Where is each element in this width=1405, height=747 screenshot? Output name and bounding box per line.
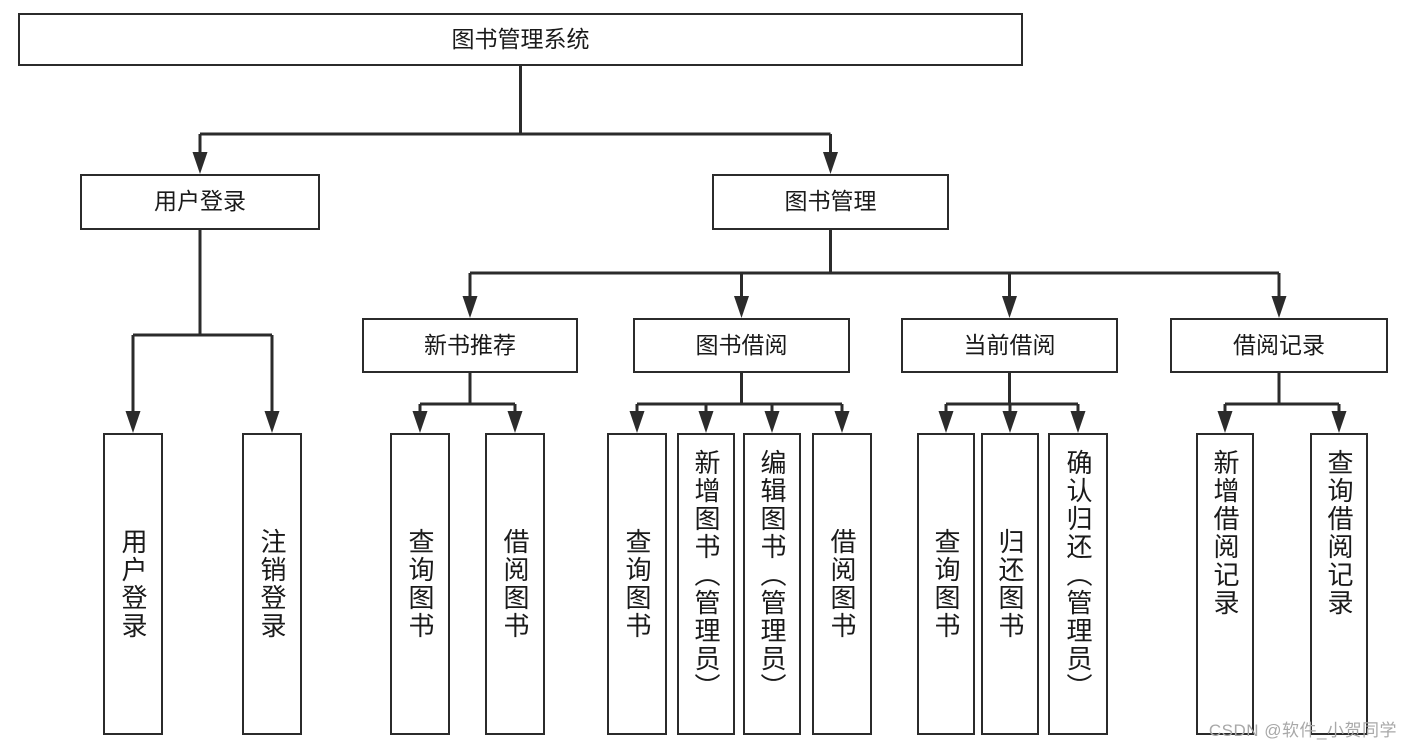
node-current-borrow[interactable]: 当前借阅 (901, 318, 1118, 373)
node-leaf-bb-query[interactable]: 查询图书 (607, 433, 667, 735)
arrow-head-icon (834, 411, 850, 433)
node-leaf-bb-edit[interactable]: 编辑图书（管理员） (743, 433, 801, 735)
arrow-head-icon (698, 411, 714, 433)
node-label-current-borrow: 当前借阅 (963, 331, 1056, 358)
arrow-head-icon (1217, 411, 1233, 433)
node-leaf-rec-query[interactable]: 查询图书 (390, 433, 450, 735)
arrow-head-icon (507, 411, 523, 433)
arrow-head-icon (1070, 411, 1086, 433)
node-user-login[interactable]: 用户登录 (80, 174, 320, 230)
arrow-head-icon (125, 411, 141, 433)
node-label-leaf-bb-query: 查询图书 (622, 528, 652, 640)
node-leaf-cb-query[interactable]: 查询图书 (917, 433, 975, 735)
node-leaf-user-logout[interactable]: 注销登录 (242, 433, 302, 735)
node-leaf-cb-confirm[interactable]: 确认归还（管理员） (1048, 433, 1108, 735)
node-label-book-manage: 图书管理 (784, 188, 877, 215)
node-label-leaf-br-add: 新增借阅记录 (1210, 449, 1240, 617)
node-label-leaf-bb-borrow: 借阅图书 (827, 528, 857, 640)
node-label-leaf-user-logout: 注销登录 (257, 528, 287, 640)
arrow-head-icon (462, 296, 478, 318)
node-label-leaf-bb-add: 新增图书（管理员） (691, 449, 721, 701)
node-label-root: 图书管理系统 (451, 25, 590, 52)
node-leaf-br-query[interactable]: 查询借阅记录 (1310, 433, 1368, 735)
arrow-head-icon (1331, 411, 1347, 433)
arrow-head-icon (629, 411, 645, 433)
node-leaf-bb-borrow[interactable]: 借阅图书 (812, 433, 872, 735)
node-label-new-book-rec: 新书推荐 (424, 331, 516, 358)
node-label-leaf-br-query: 查询借阅记录 (1324, 449, 1354, 617)
arrow-head-icon (764, 411, 780, 433)
arrow-head-icon (823, 152, 838, 174)
node-label-leaf-cb-return: 归还图书 (995, 528, 1025, 640)
node-label-borrow-record: 借阅记录 (1233, 331, 1325, 358)
csdn-watermark: CSDN @软件_小贺同学 (1208, 721, 1397, 740)
node-label-leaf-cb-confirm: 确认归还（管理员） (1063, 449, 1093, 701)
node-leaf-rec-borrow[interactable]: 借阅图书 (485, 433, 545, 735)
arrow-head-icon (412, 411, 428, 433)
arrow-head-icon (264, 411, 280, 433)
arrow-head-icon (1002, 296, 1017, 318)
node-root[interactable]: 图书管理系统 (18, 13, 1023, 66)
node-label-user-login: 用户登录 (154, 188, 246, 215)
node-leaf-br-add[interactable]: 新增借阅记录 (1196, 433, 1254, 735)
node-label-leaf-user-login: 用户登录 (118, 528, 148, 640)
arrow-head-icon (1271, 296, 1287, 318)
node-label-leaf-rec-query: 查询图书 (405, 528, 435, 640)
arrow-head-icon (192, 152, 208, 174)
node-new-book-rec[interactable]: 新书推荐 (362, 318, 578, 373)
arrow-head-icon (938, 411, 954, 433)
node-label-leaf-bb-edit: 编辑图书（管理员） (757, 449, 787, 701)
arrow-head-icon (734, 296, 749, 318)
node-leaf-cb-return[interactable]: 归还图书 (981, 433, 1039, 735)
node-book-borrow[interactable]: 图书借阅 (633, 318, 850, 373)
node-label-book-borrow: 图书借阅 (695, 331, 788, 358)
node-leaf-user-login[interactable]: 用户登录 (103, 433, 163, 735)
node-label-leaf-rec-borrow: 借阅图书 (500, 528, 530, 640)
node-book-manage[interactable]: 图书管理 (712, 174, 949, 230)
node-label-leaf-cb-query: 查询图书 (931, 528, 961, 640)
node-leaf-bb-add[interactable]: 新增图书（管理员） (677, 433, 735, 735)
arrow-head-icon (1002, 411, 1018, 433)
node-borrow-record[interactable]: 借阅记录 (1170, 318, 1388, 373)
